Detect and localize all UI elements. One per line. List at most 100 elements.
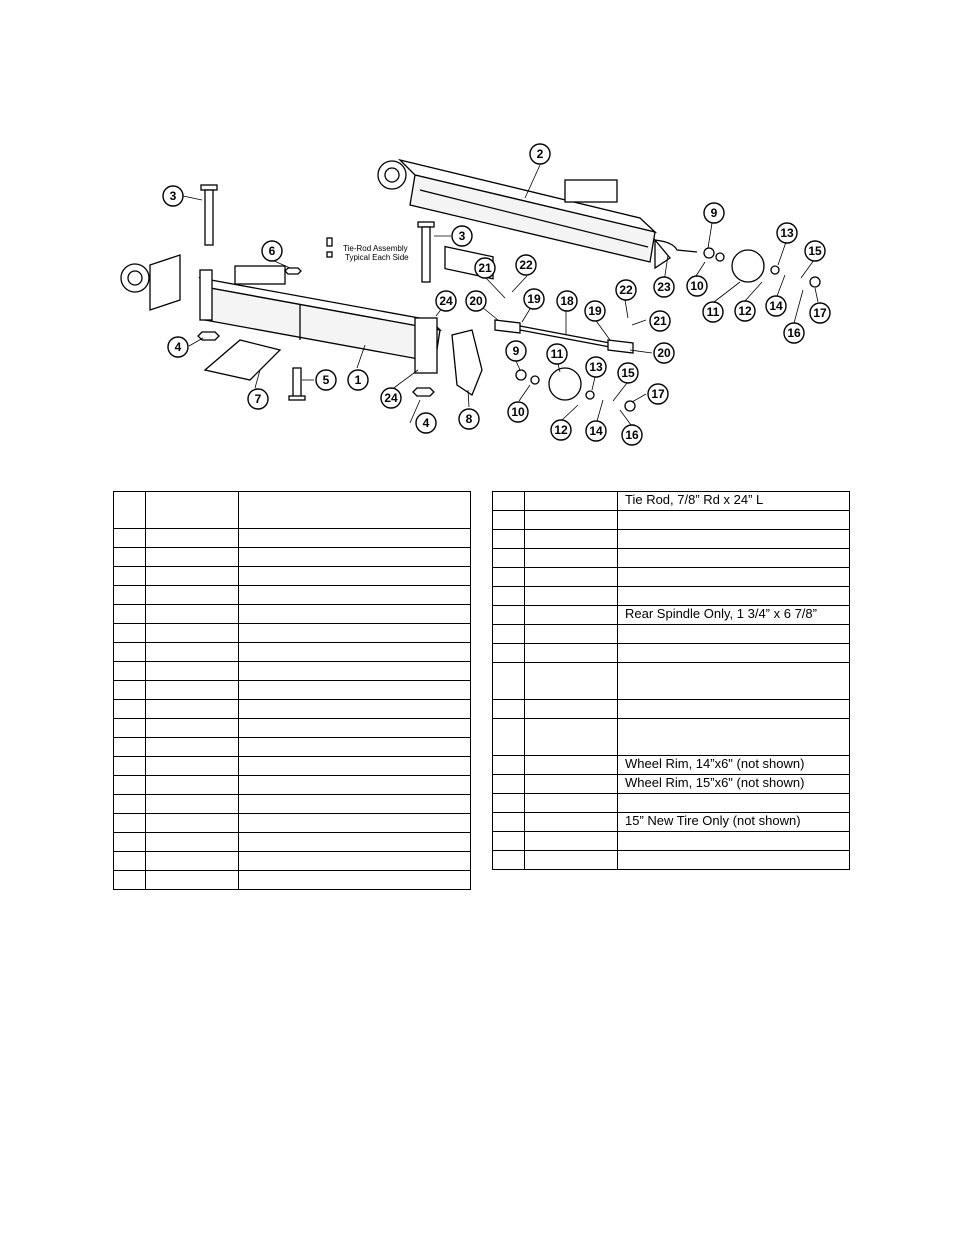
description-cell [238, 775, 471, 795]
table-row [113, 604, 471, 624]
callout-number: 14 [589, 424, 603, 438]
seal-9b [515, 369, 527, 381]
callout-number: 24 [439, 294, 453, 308]
callout-number: 22 [519, 258, 533, 272]
table-row [113, 851, 471, 871]
callout-group: 1233445678991010111112121313141415151616… [162, 143, 831, 446]
callout-circle [261, 240, 283, 262]
callout-number: 24 [384, 391, 398, 405]
callout-number: 11 [707, 305, 720, 319]
item-number-cell [113, 870, 146, 890]
callout-number: 22 [619, 283, 633, 297]
table-row [113, 642, 471, 662]
table-row [113, 756, 471, 776]
table-row [113, 794, 471, 814]
callout-circle [474, 257, 496, 279]
table-row [113, 566, 471, 586]
item-number-cell [492, 850, 525, 870]
part-number-cell [524, 831, 618, 851]
callout-number: 21 [653, 314, 667, 328]
description-cell [238, 623, 471, 643]
item-number-cell [492, 812, 525, 832]
callout-circle [809, 302, 831, 324]
callout-number: 16 [625, 428, 639, 442]
description-cell [238, 642, 471, 662]
callout-circle [465, 290, 487, 312]
table-row [492, 718, 850, 756]
callout-circle [162, 185, 184, 207]
item-number-cell [113, 491, 146, 529]
table-row [113, 699, 471, 719]
description-cell [238, 604, 471, 624]
item-number-cell [113, 832, 146, 852]
part-number-cell [524, 718, 618, 756]
description-cell [238, 661, 471, 681]
table-row [492, 510, 850, 530]
description-cell [238, 870, 471, 890]
item-number-cell [492, 586, 525, 606]
table-row [113, 491, 471, 529]
description-cell [238, 718, 471, 738]
callout-number: 12 [738, 304, 752, 318]
callout-number: 20 [657, 346, 671, 360]
part-number-cell [145, 794, 239, 814]
description-cell [238, 813, 471, 833]
callout-circle [653, 276, 675, 298]
callout-number: 1 [355, 373, 362, 387]
part-number-cell [524, 774, 618, 794]
callout-circle [776, 222, 798, 244]
callout-number: 17 [651, 387, 665, 401]
table-row [113, 528, 471, 548]
item-number-cell [113, 756, 146, 776]
part-number-cell [145, 851, 239, 871]
item-number-cell [492, 605, 525, 625]
nut-4b [412, 387, 435, 397]
cap-17b [624, 400, 636, 412]
callout-number: 4 [175, 340, 182, 354]
nut-6 [284, 267, 302, 275]
part-number-cell [145, 756, 239, 776]
table-row [113, 718, 471, 738]
table-row [492, 643, 850, 663]
callout-circle [584, 300, 606, 322]
callout-circle [703, 202, 725, 224]
callout-circle [556, 290, 578, 312]
callout-number: 5 [323, 373, 330, 387]
description-cell [238, 756, 471, 776]
item-number-cell [113, 718, 146, 738]
description-cell [617, 624, 850, 644]
table-row [113, 870, 471, 890]
leader-lines [182, 164, 819, 426]
item-number-cell [113, 642, 146, 662]
item-number-cell [492, 718, 525, 756]
table-row [492, 624, 850, 644]
item-number-cell [492, 567, 525, 587]
callout-circle [585, 356, 607, 378]
part-number-cell [524, 567, 618, 587]
table-row: Rear Spindle Only, 1 3/4” x 6 7/8” [492, 605, 850, 625]
front-axle-beam [120, 254, 442, 374]
table-row [492, 699, 850, 719]
callout-number: 3 [170, 189, 177, 203]
callout-number: 9 [711, 206, 718, 220]
table-row: 15” New Tire Only (not shown) [492, 812, 850, 832]
callout-circle [585, 420, 607, 442]
description-cell [617, 548, 850, 568]
table-row [113, 661, 471, 681]
tie-rod-note-line-2: Typical Each Side [345, 253, 409, 262]
part-number-cell [524, 812, 618, 832]
table-row [113, 547, 471, 567]
description-cell [238, 851, 471, 871]
part-number-cell [145, 737, 239, 757]
item-number-cell [113, 547, 146, 567]
callout-circle [458, 408, 480, 430]
item-number-cell [492, 529, 525, 549]
item-number-cell [492, 548, 525, 568]
callout-number: 14 [769, 299, 783, 313]
item-number-cell [492, 624, 525, 644]
item-number-cell [113, 851, 146, 871]
callout-number: 6 [269, 244, 276, 258]
callout-number: 18 [560, 294, 574, 308]
hub-left [548, 367, 582, 401]
